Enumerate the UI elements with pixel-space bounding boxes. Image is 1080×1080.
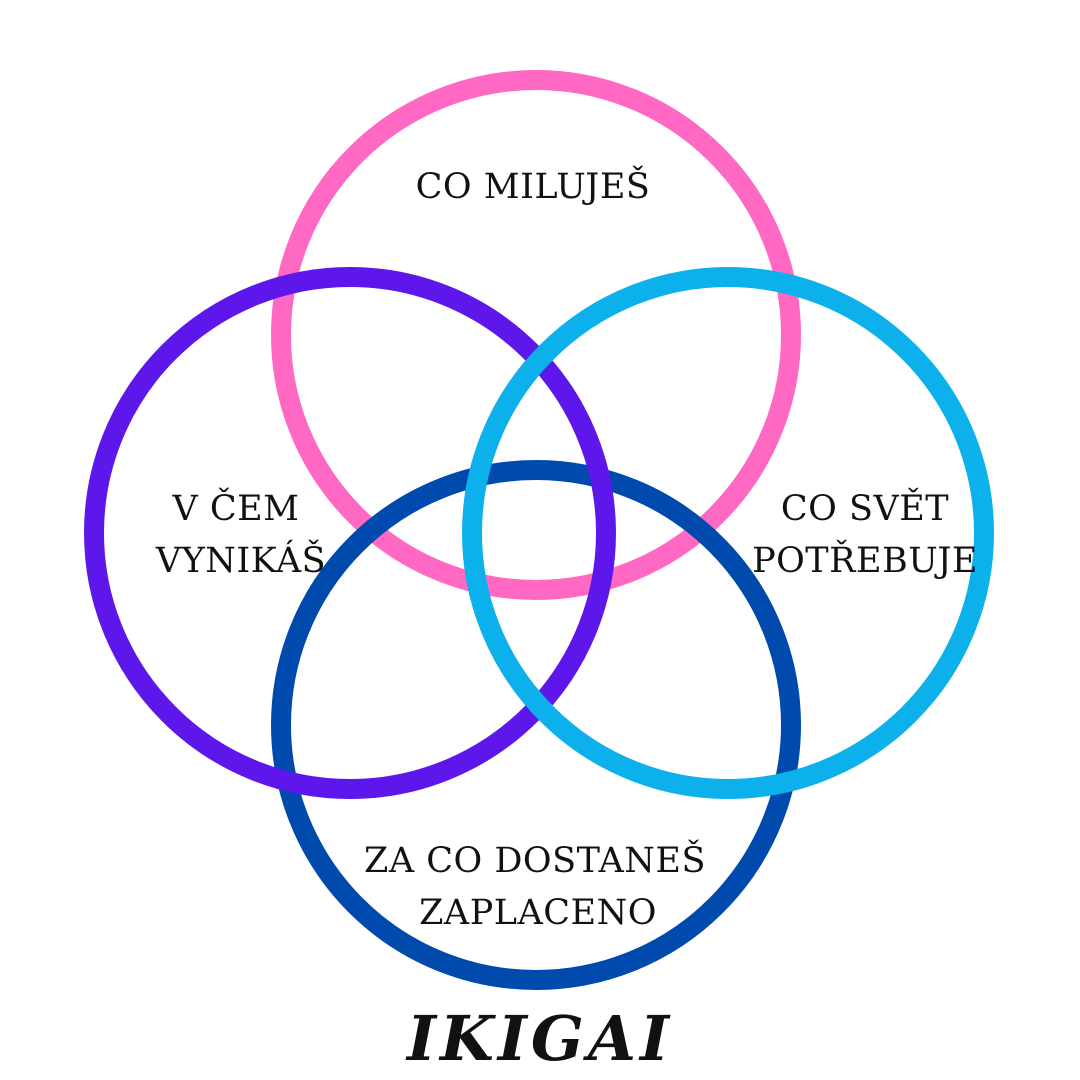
label-world-needs-line2: POTŘEBUJE	[752, 539, 978, 581]
label-good-at-line2: VYNIKÁŠ	[155, 539, 326, 581]
label-love: CO MILUJEŠ	[416, 165, 651, 207]
circle-world-needs	[462, 267, 994, 799]
label-world-needs-line1: CO SVĚT	[781, 487, 949, 529]
label-good-at-line1: V ČEM	[171, 487, 299, 529]
circle-good-at	[84, 267, 616, 799]
diagram-title: IKIGAI	[405, 1002, 673, 1075]
circle-paid-for	[271, 460, 801, 990]
circle-love	[271, 70, 801, 600]
label-paid-for-line1: ZA CO DOSTANEŠ	[364, 839, 706, 881]
label-paid-for-line2: ZAPLACENO	[419, 893, 657, 933]
